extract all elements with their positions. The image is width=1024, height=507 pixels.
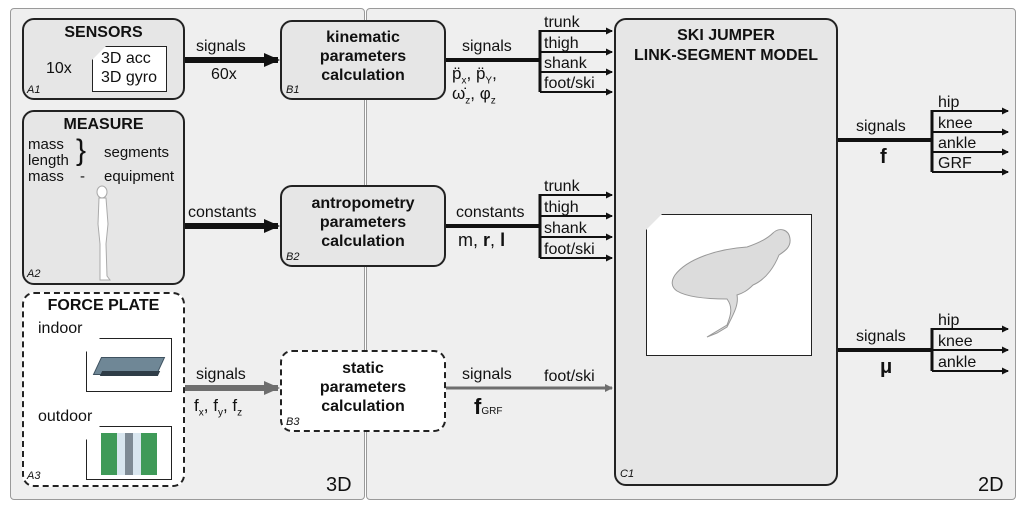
measure-dash: - bbox=[80, 168, 85, 185]
forceplate-box: FORCE PLATE indoor outdoor A3 bbox=[22, 292, 185, 487]
b3-out-fgrf: fGRF bbox=[474, 394, 503, 419]
b2-segment-trunk: trunk bbox=[544, 178, 580, 195]
sensors-id: A1 bbox=[27, 84, 41, 96]
b1-title-3: calculation bbox=[321, 67, 405, 84]
b3-title-1: static bbox=[342, 360, 384, 377]
a3-arrow-label-forces: fx, fy, fz bbox=[194, 396, 243, 419]
forceplate-indoor: indoor bbox=[38, 320, 83, 337]
sensors-type-box: 3D acc 3D gyro bbox=[92, 46, 167, 92]
b1-out-signals-row1: p̈x, p̈Y, bbox=[452, 64, 497, 87]
b2-segment-footski: foot/ski bbox=[544, 241, 595, 258]
measure-length: length bbox=[28, 152, 69, 169]
b3-title-2: parameters bbox=[319, 379, 407, 396]
indoor-plate-image bbox=[86, 338, 172, 392]
c1-out1-symbol: f bbox=[880, 146, 887, 168]
b3-title-3: calculation bbox=[321, 398, 405, 415]
a2-arrow-label-constants: constants bbox=[188, 204, 257, 221]
c1-box: SKI JUMPER LINK-SEGMENT MODEL C1 bbox=[614, 18, 838, 486]
c1-out2-ankle: ankle bbox=[938, 354, 977, 371]
b2-out-label: constants bbox=[456, 204, 525, 221]
c1-title-2: LINK-SEGMENT MODEL bbox=[634, 47, 818, 64]
b2-title-1: antropometry bbox=[311, 195, 415, 212]
b1-title-1: kinematic bbox=[326, 29, 400, 46]
b2-out-constants: m, r, l bbox=[458, 230, 506, 250]
a3-arrow-label-signals: signals bbox=[196, 366, 246, 383]
b1-box: kinematic parameters calculation B1 bbox=[280, 20, 446, 100]
b1-segment-trunk: trunk bbox=[544, 14, 580, 31]
c1-title-1: SKI JUMPER bbox=[677, 27, 775, 44]
b2-id: B2 bbox=[286, 251, 300, 263]
ski-jumper-figure bbox=[646, 214, 812, 356]
measure-segments: segments bbox=[104, 144, 170, 161]
sensors-count: 10x bbox=[46, 60, 72, 77]
ski-jumper-icon bbox=[671, 229, 791, 338]
b1-out-signals-row2: ω̇z, φz bbox=[452, 84, 496, 107]
measure-mass2: mass bbox=[28, 168, 64, 185]
b3-id: B3 bbox=[286, 416, 300, 428]
c1-out1-knee: knee bbox=[938, 115, 973, 132]
b3-box: static parameters calculation B3 bbox=[280, 350, 446, 432]
a1-arrow-label-signals: signals bbox=[196, 38, 246, 55]
b2-segment-thigh: thigh bbox=[544, 199, 579, 216]
b1-id: B1 bbox=[286, 84, 300, 96]
c1-out1-label: signals bbox=[856, 118, 906, 135]
b3-out-label: signals bbox=[462, 366, 512, 383]
measure-title: MEASURE bbox=[63, 116, 144, 133]
b1-segment-footski: foot/ski bbox=[544, 75, 595, 92]
c1-out1-ankle: ankle bbox=[938, 135, 977, 152]
c1-out2-knee: knee bbox=[938, 333, 973, 350]
measure-id: A2 bbox=[27, 268, 41, 280]
b1-title-2: parameters bbox=[319, 48, 407, 65]
panel-2d-label: 2D bbox=[978, 474, 1004, 496]
c1-out1-grf: GRF bbox=[938, 155, 972, 172]
b2-title-2: parameters bbox=[319, 214, 407, 231]
b3-out-target: foot/ski bbox=[544, 368, 595, 385]
standing-person-icon bbox=[96, 185, 111, 281]
b2-segment-shank: shank bbox=[544, 220, 587, 237]
forceplate-id: A3 bbox=[27, 470, 41, 482]
c1-out2-symbol: μ bbox=[880, 356, 893, 378]
sensors-acc: 3D acc bbox=[101, 50, 151, 67]
b1-out-label: signals bbox=[462, 38, 512, 55]
sensors-title: SENSORS bbox=[64, 24, 143, 41]
measure-box: MEASURE mass length } segments mass - eq… bbox=[22, 110, 185, 285]
c1-out2-hip: hip bbox=[938, 312, 960, 329]
sensors-box: SENSORS 10x 3D acc 3D gyro A1 bbox=[22, 18, 185, 100]
measure-brace: } bbox=[76, 134, 87, 167]
b2-title-3: calculation bbox=[321, 233, 405, 250]
c1-id: C1 bbox=[620, 468, 635, 480]
c1-out1-hip: hip bbox=[938, 94, 960, 111]
b1-segment-shank: shank bbox=[544, 55, 587, 72]
b2-box: antropometry parameters calculation B2 bbox=[280, 185, 446, 267]
panel-3d-label: 3D bbox=[326, 474, 352, 496]
outdoor-plate-image bbox=[86, 426, 172, 480]
measure-equipment: equipment bbox=[104, 168, 175, 185]
b1-segment-thigh: thigh bbox=[544, 35, 579, 52]
sensors-gyro: 3D gyro bbox=[101, 69, 158, 86]
a1-arrow-label-count: 60x bbox=[211, 66, 237, 83]
measure-mass: mass bbox=[28, 136, 64, 153]
forceplate-title: FORCE PLATE bbox=[47, 297, 160, 314]
forceplate-outdoor: outdoor bbox=[38, 408, 93, 425]
c1-out2-label: signals bbox=[856, 328, 906, 345]
